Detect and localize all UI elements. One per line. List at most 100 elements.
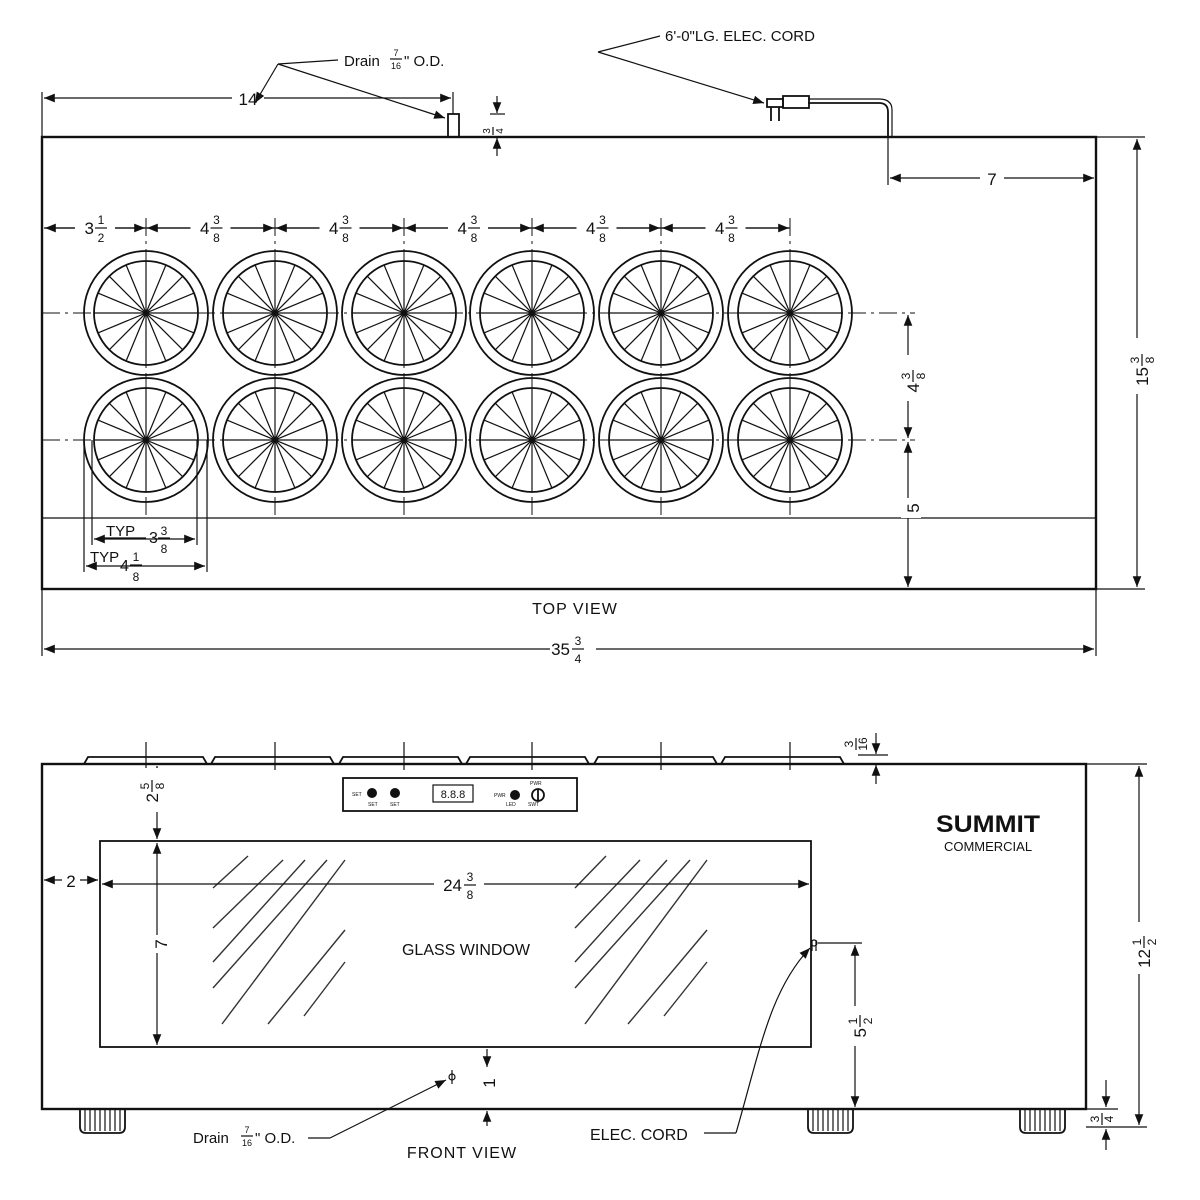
dim-col-num: 3	[213, 213, 220, 227]
well	[727, 250, 853, 376]
control-knob-2	[390, 788, 400, 798]
typ-outer-den: 8	[133, 570, 140, 584]
dim-col-den: 8	[342, 231, 349, 245]
dim-total-height-den: 2	[1145, 938, 1159, 945]
dim-left-margin: 2	[66, 872, 75, 891]
brand-logo: SUMMIT	[936, 811, 1040, 838]
lid	[465, 742, 590, 770]
drain-note-top: Drain 7 16 " O.D.	[344, 48, 444, 71]
dim-depth-num: 3	[1128, 356, 1142, 363]
dim-depth-whole: 15	[1133, 367, 1152, 386]
dim-total-height-whole: 12	[1135, 949, 1154, 968]
front-cord-outlet	[810, 939, 818, 947]
drain-note-top-label: Drain	[344, 53, 380, 70]
foot	[1019, 1109, 1066, 1134]
dim-cord-height-den: 2	[861, 1017, 875, 1024]
dim-total-height-num: 1	[1130, 938, 1144, 945]
typ-outer-whole: 4	[120, 558, 129, 575]
dim-foot-height-den: 4	[1102, 1115, 1116, 1122]
dim-col-num: 3	[599, 213, 606, 227]
well	[341, 377, 467, 503]
dim-top-margin-den: 8	[153, 782, 167, 789]
well	[469, 377, 595, 503]
lid	[338, 742, 463, 770]
dim-row-spacing-num: 3	[899, 372, 913, 379]
dim-col-whole: 3	[85, 219, 94, 238]
dim-col-num: 3	[342, 213, 349, 227]
dim-width-whole: 35	[551, 640, 570, 659]
control-panel: SET SET SET 8.8.8 PWR LED PWR SWT	[342, 777, 578, 812]
dim-depth-den: 8	[1143, 356, 1157, 363]
lid	[210, 742, 335, 770]
well-grid	[83, 250, 853, 503]
dim-top-margin-whole: 2	[143, 793, 162, 802]
svg-text:SWT: SWT	[528, 802, 539, 808]
cord-note-front: ELEC. CORD	[590, 1127, 688, 1144]
dim-cord-offset: 7	[987, 170, 996, 189]
dim-lid-height-num: 3	[842, 740, 856, 747]
dim-col-den: 8	[213, 231, 220, 245]
dim-col-den: 8	[599, 231, 606, 245]
front-view-outline	[40, 762, 1088, 1111]
svg-text:SET: SET	[368, 802, 378, 808]
svg-text:PWR: PWR	[494, 793, 506, 799]
dim-foot-height-num: 3	[1088, 1115, 1102, 1122]
drain-note-front-den: 16	[242, 1138, 252, 1148]
lid	[83, 742, 208, 770]
dim-width-num: 3	[575, 634, 582, 648]
cord-note-top: 6'-0"LG. ELEC. CORD	[665, 28, 815, 45]
typ-outer-num: 1	[133, 550, 140, 564]
dim-window-width-num: 3	[467, 870, 474, 884]
drain-note-front-num: 7	[244, 1125, 249, 1135]
brand-subtitle: COMMERCIAL	[944, 839, 1032, 854]
dim-window-width-den: 8	[467, 888, 474, 902]
typ-inner-whole: 3	[149, 530, 158, 547]
typ-outer-prefix: TYP	[90, 549, 119, 566]
well	[212, 250, 338, 376]
dim-col-den: 8	[728, 231, 735, 245]
lid	[593, 742, 718, 770]
dim-col-num: 1	[98, 213, 105, 227]
dim-cord-height-num: 1	[846, 1017, 860, 1024]
dim-window-height: 7	[152, 939, 171, 948]
top-view: 14 3 4 Drain 7 16 " O.D. 6'-0"LG. ELEC. …	[40, 28, 1157, 666]
dim-drain-height-num: 3	[482, 128, 493, 134]
drain-fitting	[447, 113, 460, 138]
dim-row-spacing-den: 8	[914, 372, 928, 379]
svg-text:SET: SET	[390, 802, 400, 808]
foot	[79, 1109, 126, 1134]
dim-cord-height-whole: 5	[851, 1028, 870, 1037]
typ-inner-dim: TYP 3 3 8	[104, 523, 170, 556]
svg-text:PWR: PWR	[530, 781, 542, 787]
drain-note-front: Drain 7 16 " O.D.	[193, 1125, 295, 1148]
drain-note-front-suffix: " O.D.	[255, 1130, 295, 1147]
temperature-display	[432, 784, 474, 803]
drain-note-top-suffix: " O.D.	[404, 53, 444, 70]
cord-plug	[766, 95, 893, 137]
glass-window-label: GLASS WINDOW	[402, 942, 531, 959]
dim-col-whole: 4	[458, 219, 467, 238]
dim-col-den: 8	[471, 231, 478, 245]
feet	[79, 1109, 1066, 1134]
well	[341, 250, 467, 376]
svg-text:SET: SET	[352, 792, 362, 798]
top-view-outline	[40, 135, 1098, 591]
dim-col-whole: 4	[329, 219, 338, 238]
drain-note-top-den: 16	[391, 61, 401, 71]
well	[727, 377, 853, 503]
dim-row-spacing-whole: 4	[904, 383, 923, 392]
dim-top-margin-num: 5	[138, 782, 152, 789]
foot	[807, 1109, 854, 1134]
typ-inner-prefix: TYP	[106, 523, 135, 540]
well	[212, 377, 338, 503]
dim-width-den: 4	[575, 652, 582, 666]
dim-col-den: 2	[98, 231, 105, 245]
dim-front-drain-height: 1	[480, 1078, 499, 1087]
led-indicator	[510, 790, 520, 800]
